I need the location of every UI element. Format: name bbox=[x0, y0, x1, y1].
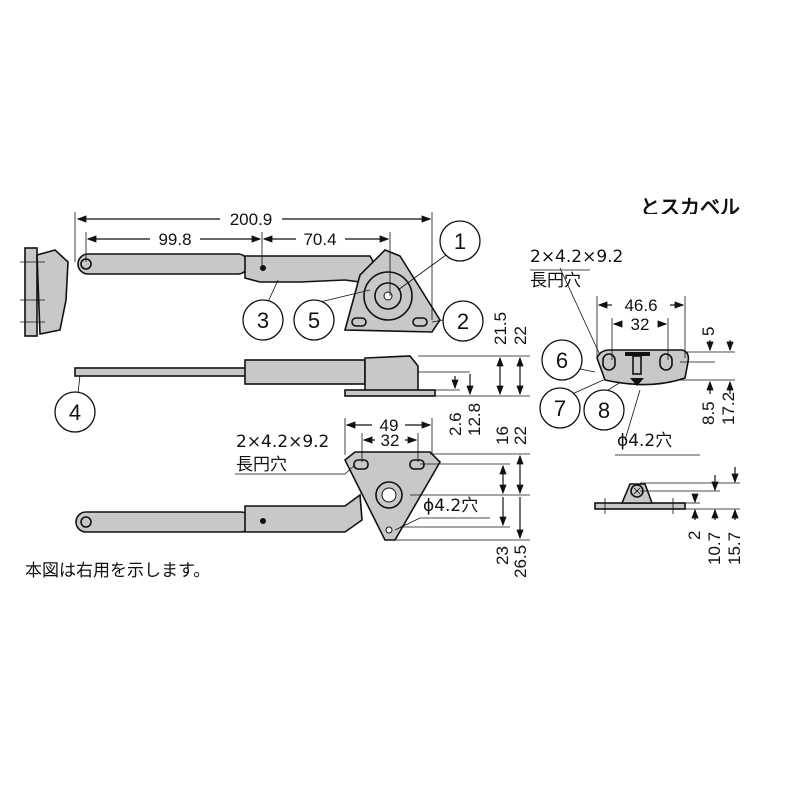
svg-text:4: 4 bbox=[69, 400, 81, 425]
dim-left-span: 99.8 bbox=[158, 230, 191, 249]
callout-4: 4 bbox=[54, 391, 96, 433]
dim-22-bottom: 22 bbox=[511, 426, 530, 445]
svg-text:1: 1 bbox=[454, 229, 466, 254]
callout-7: 7 bbox=[539, 387, 581, 429]
dim-2-6: 2.6 bbox=[446, 412, 465, 436]
svg-text:6: 6 bbox=[556, 348, 568, 373]
slot-note-main-jp: 長円穴 bbox=[236, 455, 287, 475]
dim-16: 16 bbox=[493, 426, 512, 445]
hole-note-receiver: ϕ4.2穴 bbox=[617, 431, 672, 451]
svg-text:2: 2 bbox=[457, 309, 469, 334]
hinge-top-view bbox=[20, 212, 441, 337]
dim-right-span: 70.4 bbox=[303, 230, 336, 249]
hole-note-main: ϕ4.2穴 bbox=[423, 496, 478, 516]
svg-text:8: 8 bbox=[598, 398, 610, 423]
dim-26-5: 26.5 bbox=[511, 545, 530, 578]
dim-10-7: 10.7 bbox=[705, 532, 724, 565]
slot-note-main: 2×4.2×9.2 bbox=[236, 432, 329, 452]
dim-12-8: 12.8 bbox=[465, 403, 484, 436]
dim-32-main: 32 bbox=[381, 431, 400, 450]
dim-21-5: 21.5 bbox=[491, 312, 510, 345]
dim-5: 5 bbox=[699, 327, 718, 336]
hinge-side-view bbox=[74, 355, 530, 397]
dim-2: 2 bbox=[685, 531, 704, 540]
callout-1: 1 bbox=[439, 220, 481, 262]
caption: 本図は右用を示します。 bbox=[25, 561, 210, 581]
svg-text:5: 5 bbox=[308, 308, 320, 333]
dim-32-receiver: 32 bbox=[631, 315, 650, 334]
callout-8: 8 bbox=[583, 389, 625, 431]
slot-note-receiver: 2×4.2×9.2 bbox=[530, 247, 623, 267]
svg-text:3: 3 bbox=[257, 308, 269, 333]
callout-2: 2 bbox=[442, 300, 484, 342]
callout-6: 6 bbox=[541, 339, 583, 381]
callout-3: 3 bbox=[242, 299, 284, 341]
dim-15-7: 15.7 bbox=[725, 532, 744, 565]
dim-8-5: 8.5 bbox=[699, 401, 718, 425]
hinge-bottom-view bbox=[75, 418, 530, 541]
svg-text:7: 7 bbox=[554, 396, 566, 421]
dim-overall-length: 200.9 bbox=[230, 210, 273, 229]
slot-note-receiver-jp: 長円穴 bbox=[530, 271, 581, 291]
callout-5: 5 bbox=[293, 299, 335, 341]
dim-22-side: 22 bbox=[511, 326, 530, 345]
receiver-side-view bbox=[594, 467, 740, 520]
dim-49: 49 bbox=[380, 416, 399, 435]
dim-17-2: 17.2 bbox=[719, 392, 738, 425]
dim-23: 23 bbox=[493, 546, 512, 565]
receiver-top-view bbox=[596, 296, 735, 456]
dim-46-6: 46.6 bbox=[624, 296, 657, 315]
